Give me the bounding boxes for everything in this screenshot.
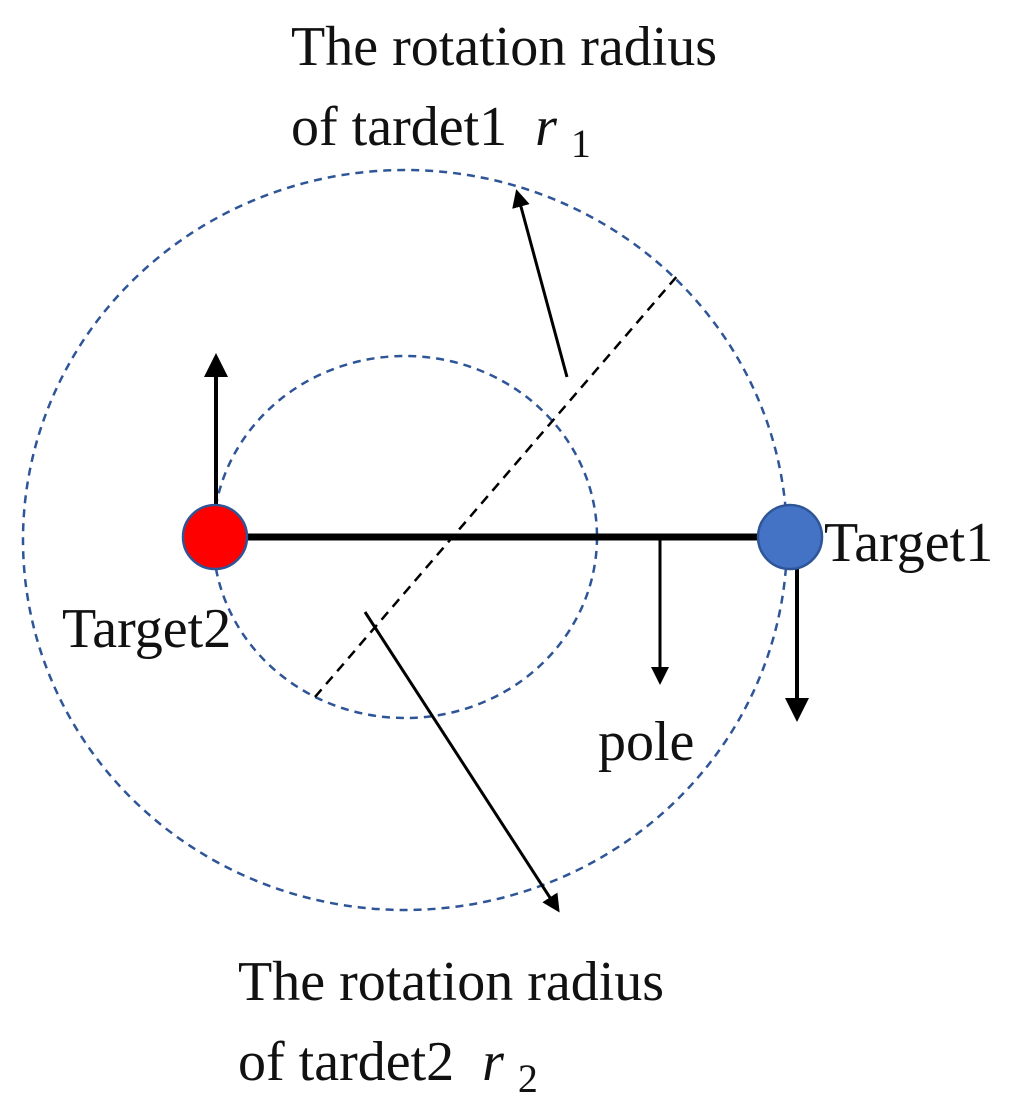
target1-node (756, 503, 824, 571)
target2-node (181, 503, 249, 571)
top-label-line1: The rotation radius (291, 16, 717, 78)
bottom-label-line2: of tardet2 r 2 (238, 1031, 538, 1101)
pole-label: pole (598, 711, 694, 773)
target2-label: Target2 (62, 598, 231, 660)
radius-dashed-line (314, 274, 679, 698)
bottom-label-callout-arrow (363, 611, 560, 913)
top-label-line2: of tardet1 r 1 (291, 96, 591, 166)
top-label-callout-arrow (512, 189, 569, 378)
target1-label: Target1 (824, 512, 993, 574)
bottom-label-line1: The rotation radius (238, 951, 664, 1013)
